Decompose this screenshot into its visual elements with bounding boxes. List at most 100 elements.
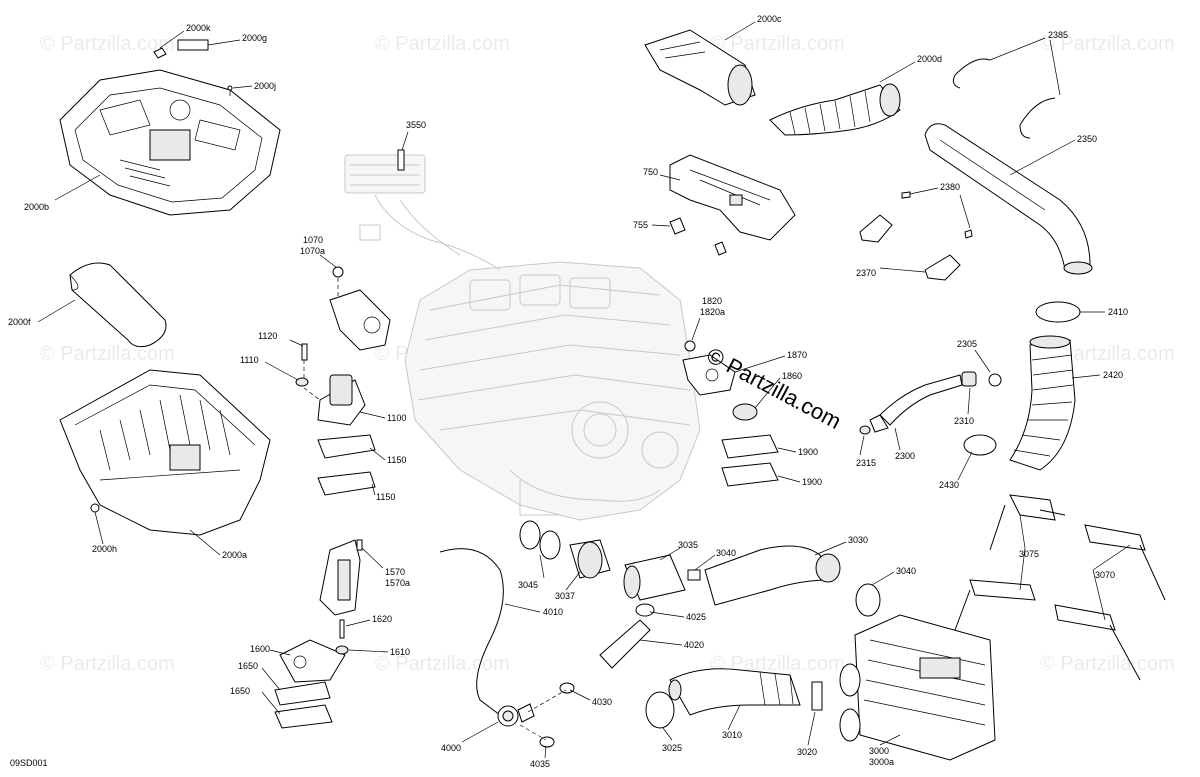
callout-1820a: 1820a [700,307,725,317]
callout-2420: 2420 [1103,370,1123,380]
callout-2350: 2350 [1077,134,1097,144]
engine-ghost [344,154,701,521]
watermark-tile: © Partzilla.com [375,653,510,675]
sensor-group-1870 [682,340,779,487]
callout-1600: 1600 [250,644,270,654]
engine-mount-1100 [295,266,391,496]
callout-750: 750 [643,167,658,177]
vent-line-4010 [439,548,651,748]
callout-2310: 2310 [954,416,974,426]
clip-755-a [669,217,686,235]
engine-mount-1600 [274,539,363,729]
callout-1650-b: 1650 [230,686,250,696]
callout-3020: 3020 [797,747,817,757]
callout-3040-a: 3040 [716,548,736,558]
callout-1570: 1570 [385,567,405,577]
filter-2000f [69,262,167,348]
callout-3040-b: 3040 [896,566,916,576]
intercooler-3000 [839,614,996,761]
callout-2000g: 2000g [242,33,267,43]
callout-1900-b: 1900 [802,477,822,487]
bracket-750 [669,154,796,256]
callout-3010: 3010 [722,730,742,740]
callout-3075: 3075 [1019,549,1039,559]
callout-2410: 2410 [1108,307,1128,317]
watermark-tile: © Partzilla.com [1040,653,1175,675]
diagram-code: 09SD001 [10,758,48,768]
callout-2370: 2370 [856,268,876,278]
callout-3035: 3035 [678,540,698,550]
watermark-tile: © Partzilla.com [1040,33,1175,55]
callout-1070a: 1070a [300,246,325,256]
duct-3010 [645,668,823,729]
hose-2300 [859,371,1002,435]
watermark-tile: © Partzilla.com [40,343,175,365]
watermark-tile: © Partzilla.com [710,653,845,675]
part-2000k-clip [153,47,167,59]
callout-3030: 3030 [848,535,868,545]
callout-4035: 4035 [530,759,550,769]
straps-3075-3070 [954,494,1166,681]
brackets-2370 [859,191,973,281]
callout-2000f: 2000f [8,317,31,327]
callout-3025: 3025 [662,743,682,753]
callout-2305: 2305 [957,339,977,349]
callout-3000a: 3000a [869,757,894,767]
callout-4000: 4000 [441,743,461,753]
callout-1150-a: 1150 [387,455,406,465]
hose-2420 [1009,335,1076,471]
clip-755-b [714,241,727,256]
boot-2000d [769,83,901,136]
airbox-cover-2000b [59,39,281,216]
airbox-base-2000a [59,369,271,536]
callout-3037: 3037 [555,591,575,601]
callout-2000d: 2000d [917,54,942,64]
charge-air-group [519,520,881,617]
clamp-2430 [963,434,997,456]
callout-2000h: 2000h [92,544,117,554]
clamp-2410 [1035,301,1081,323]
tube-2350 [924,123,1093,275]
callout-4025: 4025 [686,612,706,622]
callout-1070: 1070 [303,235,323,245]
callout-1870: 1870 [787,350,807,360]
callout-1620: 1620 [372,614,392,624]
callout-3045: 3045 [518,580,538,590]
watermark-tile: © Partzilla.com [375,33,510,55]
callout-1820: 1820 [702,296,722,306]
callout-3550: 3550 [406,120,426,130]
part-2000g-plate [177,39,209,51]
callout-2000j: 2000j [254,81,276,91]
watermark-tiles: © Partzilla.com © Partzilla.com © Partzi… [40,33,1175,675]
callout-1900-a: 1900 [798,447,818,457]
callout-4030: 4030 [592,697,612,707]
callout-1150-b: 1150 [376,492,395,502]
clamps-2385 [952,58,1056,139]
callout-2000b: 2000b [24,202,49,212]
callout-3000: 3000 [869,746,889,756]
callout-4020: 4020 [684,640,704,650]
watermark-tile: © Partzilla.com [40,653,175,675]
callout-2380: 2380 [940,182,960,192]
callout-1860: 1860 [782,371,802,381]
callout-3070: 3070 [1095,570,1115,580]
intake-duct-2000c [644,29,756,106]
callout-1570a: 1570a [385,578,410,588]
callout-1110: 1110 [240,355,259,365]
callout-4010: 4010 [543,607,563,617]
watermark-tile: © Partzilla.com [710,33,845,55]
callout-2315: 2315 [856,458,876,468]
callout-2385: 2385 [1048,30,1068,40]
callout-1610: 1610 [390,647,410,657]
callout-2000a: 2000a [222,550,247,560]
watermark-tile: © Partzilla.com [40,33,175,55]
callout-2300: 2300 [895,451,915,461]
watermark-tile: © Partzilla.com [1040,343,1175,365]
callout-755: 755 [633,220,648,230]
callout-1650-a: 1650 [238,661,258,671]
callout-2000c: 2000c [757,14,782,24]
callout-1100: 1100 [387,413,406,423]
part-2000h-grommet [90,503,100,513]
callout-1120: 1120 [258,331,277,341]
